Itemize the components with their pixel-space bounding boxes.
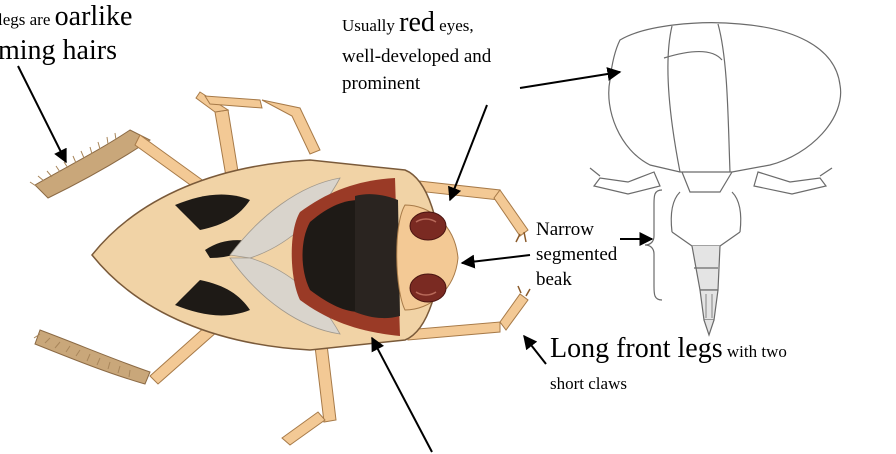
arrow-eyes — [450, 105, 487, 200]
beak-label-line3: beak — [536, 270, 572, 291]
beak-label-line1: Narrow — [536, 220, 594, 241]
arrow-front-legs — [524, 336, 546, 364]
head-line-drawing — [590, 23, 841, 335]
hind-legs-label-line2: ming hairs — [0, 36, 117, 67]
eyes-label-line2: well-developed and — [342, 47, 491, 68]
eyes-text-b: eyes, — [435, 16, 474, 35]
hind-legs-label-line1: legs are oarlike — [0, 2, 132, 33]
beak-bracket — [645, 190, 662, 300]
arrow-body — [372, 338, 432, 452]
eyes-label-line3: prominent — [342, 74, 420, 95]
hind-legs-text-b: oarlike — [55, 1, 133, 32]
front-legs-label-line1: Long front legs with two — [550, 334, 787, 365]
arrow-beak-illustration — [462, 255, 530, 263]
bug-body — [92, 160, 458, 350]
arrow-eyes-drawing — [520, 72, 620, 88]
hind-legs-text-a: legs are — [0, 10, 55, 29]
front-legs-label-line2: short claws — [550, 375, 627, 394]
arrow-hind-legs — [18, 66, 66, 162]
eyes-text-red: red — [399, 7, 435, 38]
eyes-label-line1: Usually red eyes, — [342, 8, 474, 39]
front-legs-text-big: Long front legs — [550, 333, 723, 364]
eyes-text-a: Usually — [342, 16, 399, 35]
front-legs-text-small: with two — [723, 342, 787, 361]
beak-label-line2: segmented — [536, 245, 617, 266]
